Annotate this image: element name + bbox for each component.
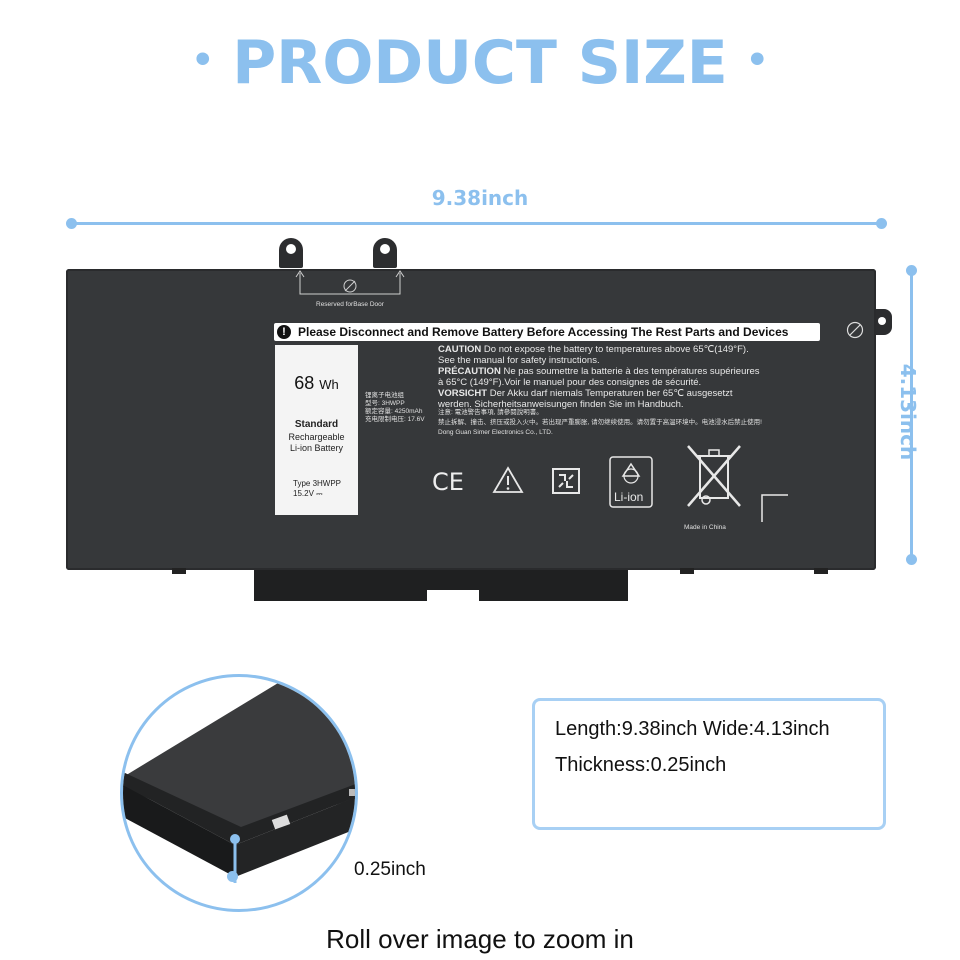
cn-notice-2: 禁止拆解、撞击、挤压或投入火中。若出现严重膨胀, 请勿继续使用。请勿置于高温环境…	[438, 419, 762, 426]
li-ion-recycle-icon	[609, 456, 653, 508]
battery-corner-illustration	[123, 677, 355, 883]
reserved-base-door-text: Reserved forBase Door	[316, 301, 384, 308]
mounting-tab-side	[874, 309, 892, 335]
cn-spec-line-1: 锂离子电池组	[365, 392, 404, 399]
reserved-base-door-arrows	[295, 270, 405, 295]
corner-mark-icon	[761, 494, 788, 522]
thickness-label: 0.25inch	[354, 859, 426, 880]
crossed-bin-icon	[687, 445, 741, 507]
capacity-value: 68 Wh	[294, 373, 339, 393]
length-dimension-label: 9.38inch	[431, 186, 529, 210]
caution-line: CAUTION Do not expose the battery to tem…	[438, 344, 749, 355]
vorsicht-line-2: werden. Sicherheitsanweisungen finden Si…	[438, 399, 684, 410]
ce-icon: CE	[432, 468, 464, 496]
precaution-line: PRÉCAUTION Ne pas soumettre la batterie …	[438, 366, 760, 377]
capacity-label: 68 Wh Standard Rechargeable Li-ion Batte…	[275, 345, 358, 515]
title-bullet-right: •	[745, 39, 769, 81]
cn-spec-line-3: 额定容量: 4250mAh	[365, 408, 423, 415]
spec-length-width: Length:9.38inch Wide:4.13inch	[555, 718, 830, 740]
width-dimension-line	[910, 270, 913, 560]
vorsicht-line: VORSICHT Der Akku darf niemals Temperatu…	[438, 388, 733, 399]
width-dim-end-top	[906, 265, 917, 276]
battery-foot	[814, 568, 828, 574]
battery-foot	[680, 568, 694, 574]
length-dim-end-right	[876, 218, 887, 229]
precaution-line-2: à 65°C (149°F).Voir le manuel pour des c…	[438, 377, 702, 388]
spec-box	[532, 698, 886, 830]
battery-foot	[172, 568, 186, 574]
chemistry-text: Li-ion Battery	[289, 443, 344, 453]
li-ion-icon-text: Li-ion	[614, 490, 644, 504]
type-text: Type 3HWPP	[293, 479, 342, 488]
mounting-tab-left	[279, 238, 303, 268]
no-disassemble-icon	[846, 321, 864, 339]
page-title: • PRODUCT SIZE •	[0, 28, 960, 98]
thickness-dim-end-bottom	[227, 871, 238, 882]
warning-circle-icon: !	[277, 325, 291, 339]
width-dim-end-bottom	[906, 554, 917, 565]
manufacturer-text: Dong Guan Simer Electronics Co., LTD.	[438, 429, 553, 436]
mounting-tab-right	[373, 238, 397, 268]
recycle-code-icon	[552, 468, 580, 494]
rechargeable-text: Rechargeable	[288, 432, 345, 442]
caution-triangle-icon	[492, 466, 524, 493]
zoom-hint: Roll over image to zoom in	[326, 924, 634, 954]
battery-body	[66, 269, 876, 570]
warning-header: Please Disconnect and Remove Battery Bef…	[274, 323, 820, 341]
cn-notice: 注意: 電池警告事項, 請參閱說明書。	[438, 409, 543, 416]
cn-spec-line-4: 充电限制电压: 17.6V	[365, 416, 425, 423]
voltage-text: 15.2V ⎓	[293, 489, 323, 498]
battery-connector-notch	[427, 590, 479, 601]
caution-line-2: See the manual for safety instructions.	[438, 355, 600, 366]
thickness-zoom-circle	[120, 674, 358, 912]
length-dim-end-left	[66, 218, 77, 229]
standard-text: Standard	[294, 419, 339, 430]
width-dimension-label: 4.13inch	[896, 363, 920, 461]
made-in-text: Made in China	[684, 524, 726, 531]
title-bullet-left: •	[191, 39, 215, 81]
spec-thickness: Thickness:0.25inch	[555, 754, 727, 776]
title-text: PRODUCT SIZE	[232, 28, 728, 98]
cn-spec-line-2: 型号: 3HWPP	[365, 400, 405, 407]
length-dimension-line	[70, 222, 882, 225]
